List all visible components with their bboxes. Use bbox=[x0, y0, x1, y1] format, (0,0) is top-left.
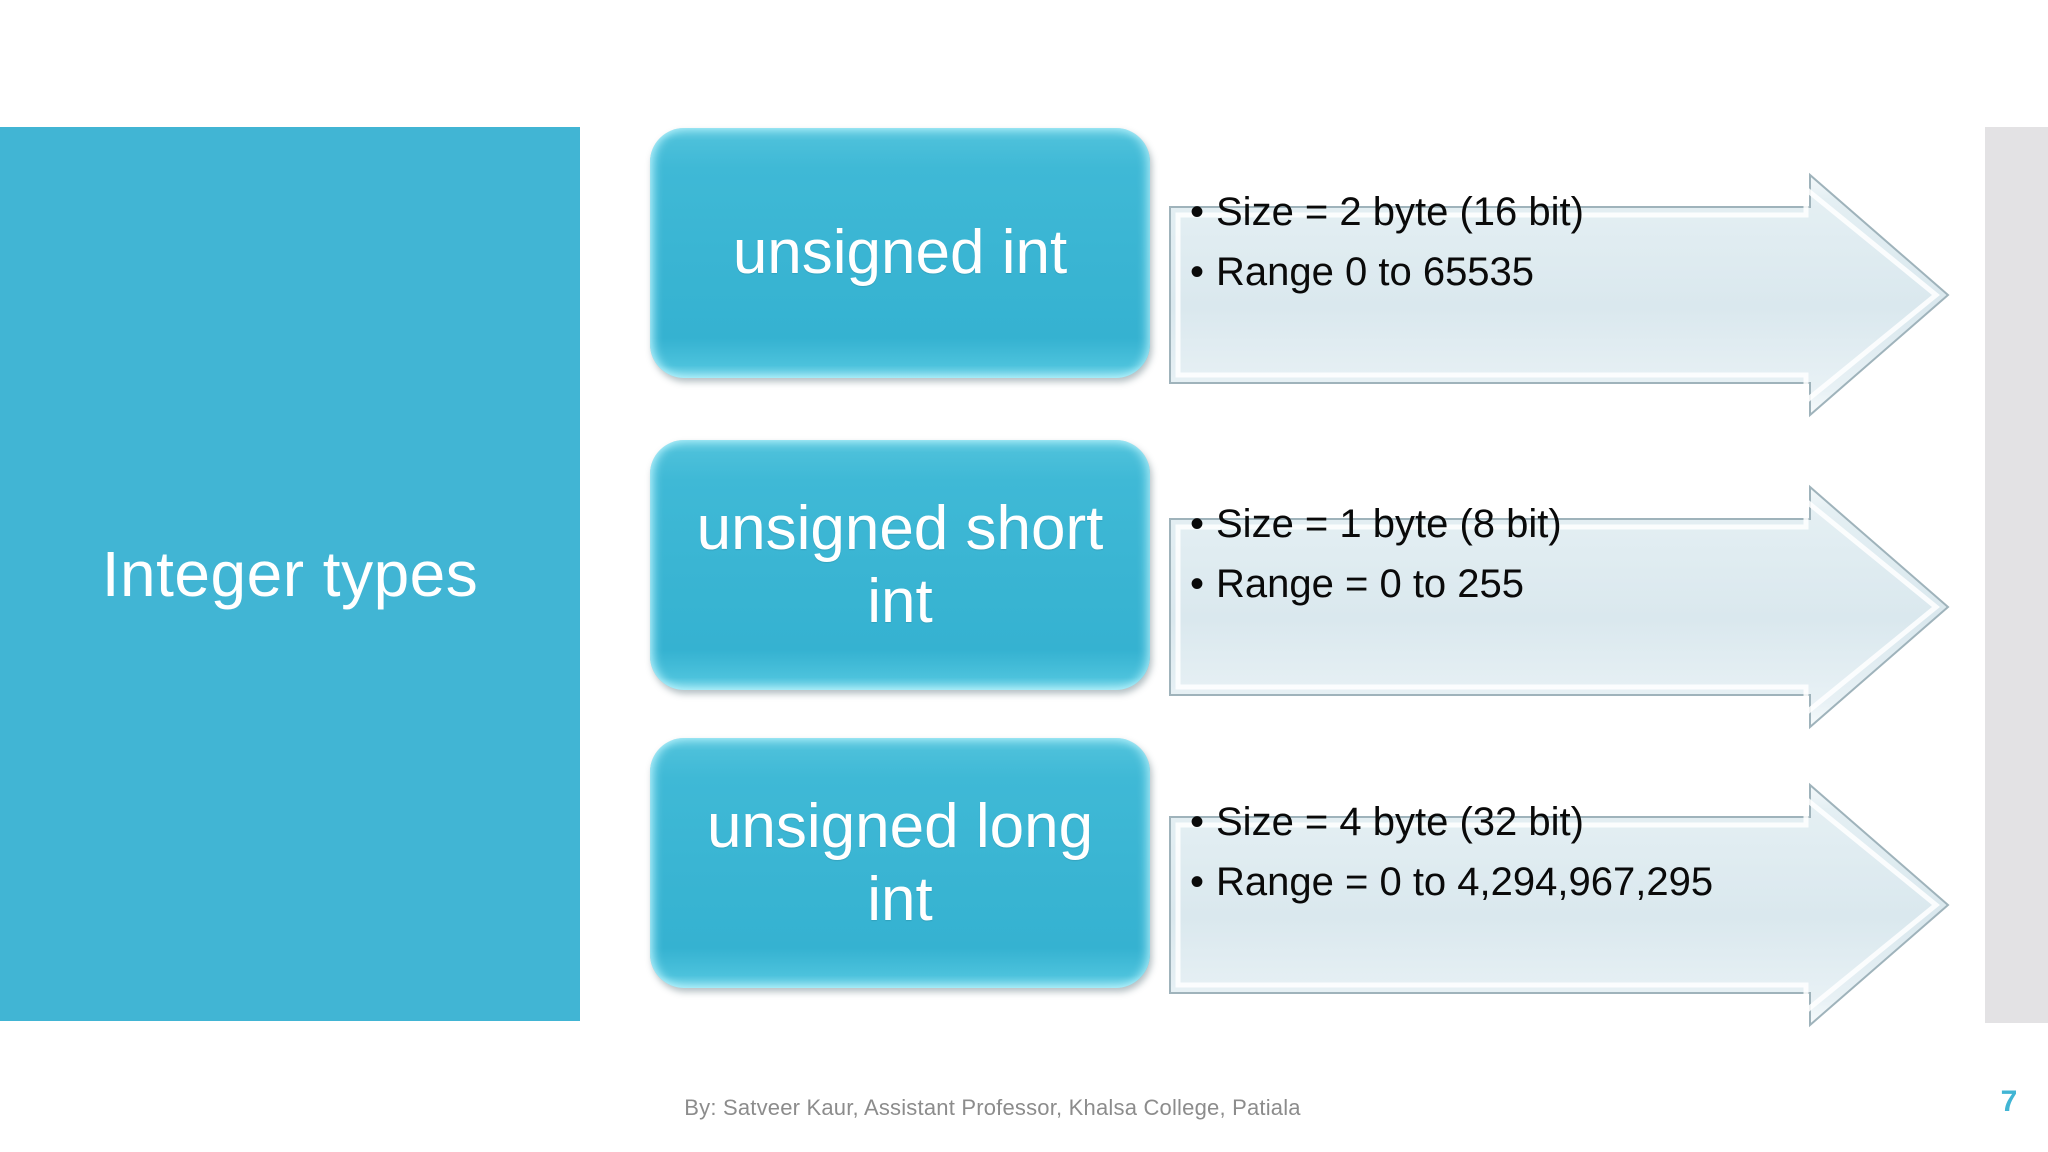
type-label-box: unsigned int bbox=[650, 128, 1150, 378]
page-number: 7 bbox=[2000, 1085, 2018, 1118]
list-item: • Size = 2 byte (16 bit) bbox=[1190, 186, 1830, 238]
page-title: Integer types bbox=[101, 537, 479, 610]
bullet-text: Size = 4 byte (32 bit) bbox=[1216, 800, 1584, 844]
footer-attribution: By: Satveer Kaur, Assistant Professor, K… bbox=[684, 1095, 1301, 1120]
bullet-icon: • bbox=[1190, 250, 1205, 294]
arrow-bullet-list: • Size = 4 byte (32 bit) • Range = 0 to … bbox=[1190, 796, 1830, 916]
type-row: • Size = 2 byte (16 bit) • Range 0 to 65… bbox=[0, 128, 2048, 418]
arrow-callout bbox=[1050, 484, 1950, 730]
right-arrow-icon bbox=[1169, 782, 1950, 1028]
bullet-icon: • bbox=[1190, 502, 1205, 546]
bullet-icon: • bbox=[1190, 860, 1205, 904]
type-row: • Size = 1 byte (8 bit) • Range = 0 to 2… bbox=[0, 440, 2048, 730]
list-item: • Range = 0 to 255 bbox=[1190, 558, 1830, 610]
arrow-bullet-list: • Size = 2 byte (16 bit) • Range 0 to 65… bbox=[1190, 186, 1830, 306]
type-row: • Size = 4 byte (32 bit) • Range = 0 to … bbox=[0, 738, 2048, 1028]
bullet-icon: • bbox=[1190, 190, 1205, 234]
type-name: unsigned short int bbox=[696, 493, 1104, 636]
type-name: unsigned long int bbox=[706, 791, 1094, 934]
type-label-box: unsigned long int bbox=[650, 738, 1150, 988]
type-label-box: unsigned short int bbox=[650, 440, 1150, 690]
bullet-text: Range = 0 to 4,294,967,295 bbox=[1216, 860, 1714, 904]
right-arrow-icon bbox=[1169, 484, 1950, 730]
right-arrow-icon bbox=[1169, 172, 1950, 418]
list-item: • Range 0 to 65535 bbox=[1190, 246, 1830, 298]
list-item: • Size = 1 byte (8 bit) bbox=[1190, 498, 1830, 550]
type-name: unsigned int bbox=[732, 218, 1068, 288]
right-side-band bbox=[1985, 127, 2048, 1023]
bullet-text: Range 0 to 65535 bbox=[1216, 250, 1535, 294]
arrow-bullet-list: • Size = 1 byte (8 bit) • Range = 0 to 2… bbox=[1190, 498, 1830, 618]
bullet-text: Size = 2 byte (16 bit) bbox=[1216, 190, 1584, 234]
bullet-text: Size = 1 byte (8 bit) bbox=[1216, 502, 1562, 546]
list-item: • Range = 0 to 4,294,967,295 bbox=[1190, 856, 1830, 908]
bullet-icon: • bbox=[1190, 562, 1205, 606]
bullet-text: Range = 0 to 255 bbox=[1216, 562, 1525, 606]
bullet-icon: • bbox=[1190, 800, 1205, 844]
list-item: • Size = 4 byte (32 bit) bbox=[1190, 796, 1830, 848]
arrow-callout bbox=[1050, 782, 1950, 1028]
arrow-callout bbox=[1050, 172, 1950, 418]
title-panel: Integer types bbox=[0, 127, 580, 1021]
